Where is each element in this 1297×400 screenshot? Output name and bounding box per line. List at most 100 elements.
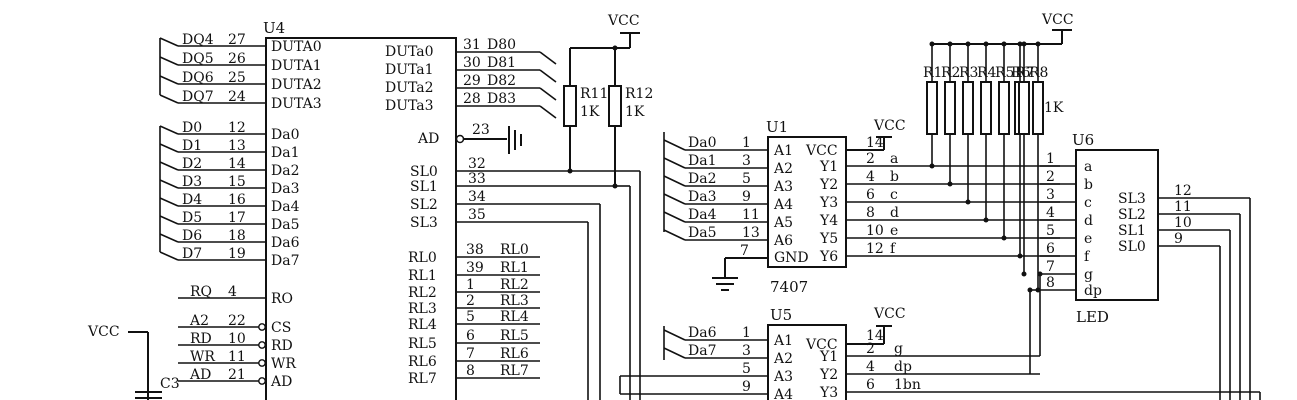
- u1-input-num: 9: [742, 189, 751, 205]
- u4-sl-num: 33: [468, 171, 486, 187]
- rpack-resistor-name: R1: [923, 65, 942, 81]
- rpack-resistor-name: R4: [977, 65, 997, 81]
- u1-input-pin: A3: [773, 179, 793, 195]
- u5-chip: U5 VCC VCC 14: [767, 306, 906, 400]
- u4-right-top-pin: DUTa3: [385, 98, 434, 114]
- u6-left-pin: e: [1084, 231, 1092, 247]
- u4-left-num: 25: [228, 70, 246, 86]
- u1-input-net: Da4: [688, 207, 717, 223]
- u4-ad-label: AD: [417, 131, 439, 147]
- u1-output-net: c: [890, 187, 898, 203]
- u5-output-num: 2: [866, 341, 875, 357]
- u1-output-pin: Y4: [819, 213, 838, 229]
- u4-rl-net: RL3: [500, 293, 529, 309]
- u4-left-pin: Da3: [271, 181, 299, 197]
- u1-output-num: 12: [866, 241, 884, 257]
- u4-left-num: 26: [228, 51, 246, 67]
- u4-rl-net: RL2: [500, 277, 529, 293]
- u1-gnd: GND 7: [712, 243, 809, 291]
- u1-vcc-pin: VCC: [805, 143, 838, 159]
- u1-output-net: e: [890, 223, 898, 239]
- u5-output-net: 1bn: [894, 377, 921, 393]
- u4-vcc-cap: VCC C3: [87, 324, 180, 400]
- u4-left-pin: RD: [271, 338, 293, 354]
- u6-right-num: 11: [1174, 199, 1192, 215]
- r11-r12-pullups: VCC R11 1K R12 1K: [563, 13, 653, 189]
- u4-sl-pin: SL1: [410, 179, 438, 195]
- u4-left-num: 24: [228, 89, 246, 105]
- u4-left-net: DQ5: [182, 51, 214, 67]
- u5-output-pin: Y3: [819, 385, 838, 400]
- u4-left-num: 21: [228, 367, 246, 383]
- u5-vcc-label: VCC: [873, 306, 906, 322]
- u4-left-num: 4: [228, 284, 237, 300]
- u1-output-net: a: [890, 151, 898, 167]
- u5-input-pin: A4: [773, 387, 793, 400]
- u1-body: [767, 136, 847, 268]
- u4-sl-num: 35: [468, 207, 486, 223]
- u1-part: 7407: [770, 278, 808, 296]
- u4-left-net: D6: [182, 228, 202, 244]
- u4-right-top-num: 28: [463, 91, 481, 107]
- u4-rl-pin: RL1: [408, 268, 437, 284]
- u4-rl-num: 38: [466, 242, 484, 258]
- u6-body: [1075, 149, 1159, 301]
- u6-right-num: 9: [1174, 231, 1183, 247]
- u4-left-pin: Da7: [271, 253, 299, 269]
- u4-left-net: D7: [182, 246, 202, 262]
- u4-left-pin: Da4: [271, 199, 300, 215]
- u4-left-num: 18: [228, 228, 246, 244]
- u5-body: [767, 324, 847, 400]
- u4-rl-pin: RL3: [408, 301, 437, 317]
- u1-output-pin: Y2: [819, 177, 838, 193]
- u6-chip: U6 LED: [1072, 131, 1159, 326]
- u4-left-num: 22: [228, 313, 246, 329]
- rpack-resistor-name: R7: [1015, 65, 1034, 81]
- r11-value: 1K: [580, 104, 600, 120]
- u4-left-net: A2: [189, 313, 209, 329]
- u6-left-num: 4: [1046, 205, 1055, 221]
- u4-left-num: 19: [228, 246, 246, 262]
- u6-left-pin: d: [1084, 213, 1093, 229]
- rpack-resistor-name: R6: [1011, 65, 1031, 81]
- u4-sl-pin: SL0: [410, 164, 438, 180]
- u4-left-net: AD: [189, 367, 211, 383]
- u5-input-num: 5: [742, 361, 751, 377]
- c3-label: C3: [160, 376, 180, 392]
- u4-left-pin: Da2: [271, 163, 299, 179]
- u4-left-net: RD: [190, 331, 212, 347]
- u6-right-pin: SL1: [1118, 223, 1146, 239]
- u1-output-num: 10: [866, 223, 884, 239]
- u4-left-num: 16: [228, 192, 246, 208]
- u1-input-pin: A2: [773, 161, 793, 177]
- u6-left-pin: g: [1084, 267, 1093, 283]
- u4-chip: U4: [263, 19, 457, 400]
- u5-input-pin: A3: [773, 369, 793, 385]
- u4-sl-num: 32: [468, 156, 486, 172]
- u5-output-pin: Y2: [819, 367, 838, 383]
- u4-rl-num: 5: [466, 309, 475, 325]
- u5-name: U5: [770, 306, 792, 324]
- u4-left-net: DQ7: [182, 89, 214, 105]
- u6-right-num: 10: [1174, 215, 1192, 231]
- u4-left-net: D3: [182, 174, 202, 190]
- u5-input-pin: A1: [773, 333, 793, 349]
- u4-rl-pin: RL7: [408, 371, 437, 387]
- u6-left-num: 5: [1046, 223, 1055, 239]
- u4-right-top-pin: DUTa2: [385, 80, 434, 96]
- u1-chip: U1 7407 VCC VCC 14: [766, 118, 906, 296]
- u1-gnd-pin: GND: [774, 250, 809, 266]
- u1-output-pin: Y3: [819, 195, 838, 211]
- u4-right-top-num: 30: [463, 55, 481, 71]
- u5-vcc-pin: VCC: [805, 337, 838, 353]
- u4-left-pin: DUTA3: [271, 96, 322, 112]
- u1-vcc-num: 14: [866, 135, 884, 151]
- u4-left-pin: Da5: [271, 217, 299, 233]
- u4-left-pin: Da1: [271, 145, 299, 161]
- u6-right-num: 12: [1174, 183, 1192, 199]
- r11-name: R11: [580, 86, 608, 102]
